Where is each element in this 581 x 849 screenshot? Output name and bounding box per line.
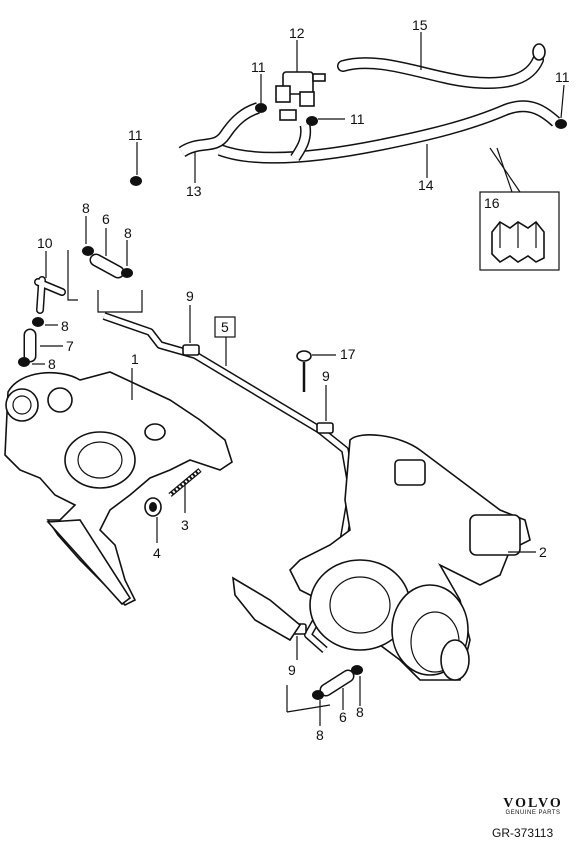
detail-box-16 [479,191,560,271]
brand-logo: VOLVO GENUINE PARTS [495,796,571,816]
brand-tagline: GENUINE PARTS [505,810,561,816]
callout-13: 13 [186,183,202,199]
callout-11-a: 11 [251,59,266,75]
callout-11-d: 11 [128,127,143,143]
callout-labels: 1 2 3 4 5 6 6 7 8 8 8 8 8 8 9 9 9 10 11 … [37,17,570,743]
left-small-parts [18,216,143,367]
callout-9-a: 9 [186,288,194,304]
callout-6-lower: 6 [339,709,347,725]
left-turbo-manifold [4,368,233,606]
callout-5: 5 [221,319,229,335]
callout-16: 16 [484,195,500,211]
right-turbo-manifold [232,434,536,681]
callout-1: 1 [131,351,139,367]
callout-17: 17 [340,346,356,362]
callout-11-c: 11 [555,69,570,85]
callout-12: 12 [289,25,305,41]
callout-14: 14 [418,177,434,193]
callout-15: 15 [412,17,428,33]
callout-2: 2 [539,544,547,560]
callout-7: 7 [66,338,74,354]
callout-8-b: 8 [124,225,132,241]
callout-4: 4 [153,545,161,561]
callout-6-upper: 6 [102,211,110,227]
callout-8-c: 8 [61,318,69,334]
callout-3: 3 [181,517,189,533]
callout-8-a: 8 [82,200,90,216]
callout-11-b: 11 [350,111,365,127]
callout-8-d: 8 [48,356,56,372]
diagram-code: GR-373113 [492,826,554,840]
callout-8-e: 8 [356,704,364,720]
upper-vacuum-hoses [130,32,567,193]
callout-9-c: 9 [288,662,296,678]
callout-10: 10 [37,235,53,251]
brand-name: VOLVO [503,796,563,811]
callout-9-b: 9 [322,368,330,384]
lower-small-parts [286,665,363,726]
callout-8-f: 8 [316,727,324,743]
